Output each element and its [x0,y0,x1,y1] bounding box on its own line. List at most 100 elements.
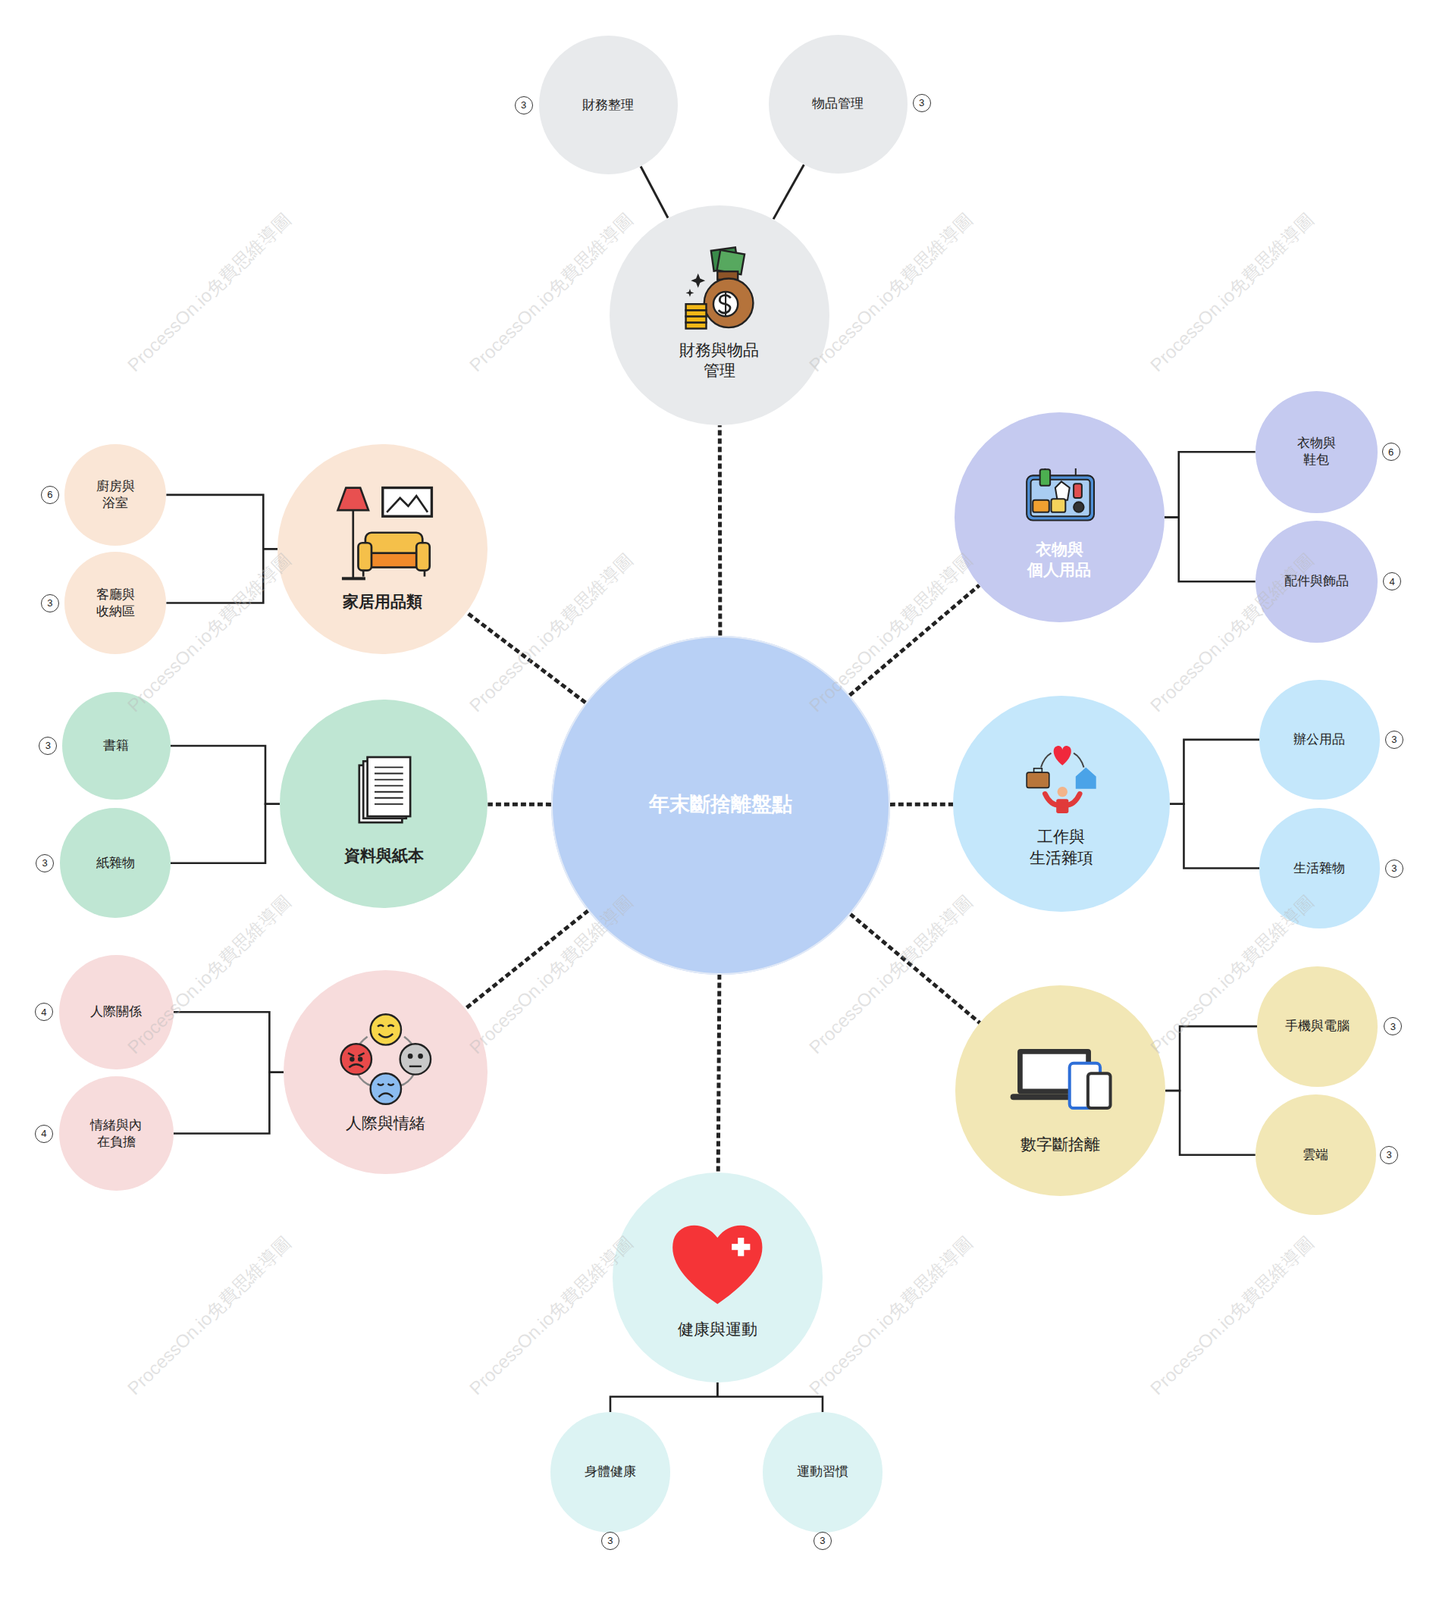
node-label: 衣物與 個人用品 [1008,538,1111,580]
callout-number: 3 [45,739,51,752]
callout-number: 3 [918,97,925,109]
node-label: 身體健康 [554,1464,667,1481]
callout-number: 3 [819,1535,825,1547]
watermark: ProcessOn.io免費思維導圖 [1144,208,1319,378]
node-label: 數字斷捨離 [988,1134,1132,1156]
node-label: 辦公用品 [1263,731,1376,749]
branch-connector [610,1382,718,1413]
dashed-connector [466,612,586,703]
node-label: 情緒與內 在負擔 [85,1116,148,1151]
node-label: 手機與電腦 [1261,1018,1374,1035]
subtopic-circle: 人際關係 [59,955,174,1070]
topic-circle: 家居用品類 [277,444,488,655]
watermark: ProcessOn.io免費思維導圖 [803,1232,978,1402]
node-label: 運動習慣 [766,1464,879,1481]
callout-number: 3 [1385,1149,1392,1161]
branch-connector [1169,804,1260,869]
dashed-connector [890,802,954,807]
node-label: 工作與 生活雜項 [1010,826,1113,869]
branch-connector [1169,739,1260,805]
subtopic-circle: 辦公用品 [1259,680,1380,801]
callout-circle: 6 [1382,442,1401,461]
topic-circle: 資料與紙本 [279,699,489,909]
money-bag-icon [686,247,754,329]
callout-circle: 4 [34,1125,54,1144]
dashed-connector [717,425,723,636]
topic-circle: 衣物與 個人用品 [954,412,1165,623]
branch-connector [717,1382,823,1413]
callout-number: 3 [1390,1021,1396,1033]
node-label: 物品管理 [776,95,900,113]
dashed-connector [717,974,720,1173]
callout-number: 3 [47,597,53,609]
watermark: ProcessOn.io免費思維導圖 [463,1232,638,1402]
node-label: 配件與飾品 [1260,573,1373,590]
callout-number: 4 [1388,576,1395,588]
subtopic-circle: 書籍 [62,692,171,801]
branch-connector [173,1072,284,1135]
callout-number: 6 [1388,446,1394,458]
node-label: 人際關係 [59,1003,173,1021]
callout-circle: 3 [1383,1017,1402,1036]
callout-number: 4 [40,1128,47,1140]
node-label: 書籍 [65,737,168,755]
central-topic: 年末斷捨離盤點 [551,636,891,976]
callout-number: 3 [520,99,527,111]
callout-number: 3 [1391,862,1397,875]
central-title: 年末斷捨離盤點 [567,792,874,819]
watermark: ProcessOn.io免費思維導圖 [1144,1232,1319,1402]
work-life-icon [1026,746,1097,814]
branch-connector [166,548,278,603]
node-label: 財務整理 [547,97,671,114]
subtopic-circle: 紙雜物 [59,808,170,919]
clothes-icon [1026,468,1095,521]
subtopic-circle: 雲端 [1255,1094,1377,1216]
home-goods-icon [338,488,433,580]
callout-circle: 3 [1385,859,1404,878]
dashed-connector [849,585,980,696]
topic-circle: 數字斷捨離 [955,985,1166,1196]
callout-circle: 4 [1382,572,1402,591]
watermark: ProcessOn.io免費思維導圖 [122,1232,296,1402]
branch-connector [1165,1091,1255,1156]
node-label: 紙雜物 [64,855,167,872]
callout-circle: 6 [40,485,60,505]
devices-icon [1010,1049,1111,1109]
callout-number: 3 [607,1535,613,1547]
topic-circle: 健康與運動 [612,1172,823,1383]
subtopic-circle: 情緒與內 在負擔 [59,1076,174,1192]
emotion-faces-icon [341,1014,431,1104]
callout-number: 3 [42,857,48,869]
watermark: ProcessOn.io免費思維導圖 [122,208,296,378]
dashed-connector [849,914,980,1024]
branch-connector [1164,451,1256,518]
documents-icon [359,757,411,823]
dashed-connector [487,802,551,807]
node-label: 家居用品類 [311,592,455,613]
branch-connector [640,166,668,219]
branch-connector [1164,517,1256,582]
callout-circle: 3 [813,1532,832,1551]
callout-number: 3 [1391,733,1397,746]
node-label: 廚房與 浴室 [87,478,144,512]
subtopic-circle: 生活雜物 [1259,808,1380,929]
subtopic-circle: 配件與飾品 [1255,520,1379,644]
topic-circle: 財務與物品 管理 [609,205,831,427]
branch-connector [173,1012,284,1073]
callout-circle: 3 [601,1532,620,1551]
subtopic-circle: 手機與電腦 [1257,966,1378,1088]
callout-circle: 3 [1379,1146,1399,1165]
topic-circle: 人際與情緒 [283,970,488,1175]
node-label: 人際與情緒 [314,1112,458,1134]
callout-circle: 3 [38,736,57,756]
callout-number: 4 [40,1006,47,1019]
branch-connector [1165,1026,1258,1092]
node-label: 財務與物品 管理 [668,339,772,382]
subtopic-circle: 物品管理 [768,34,908,174]
subtopic-circle: 運動習慣 [762,1412,884,1534]
callout-circle: 3 [40,594,60,613]
callout-number: 6 [47,489,53,501]
branch-connector [773,164,804,220]
